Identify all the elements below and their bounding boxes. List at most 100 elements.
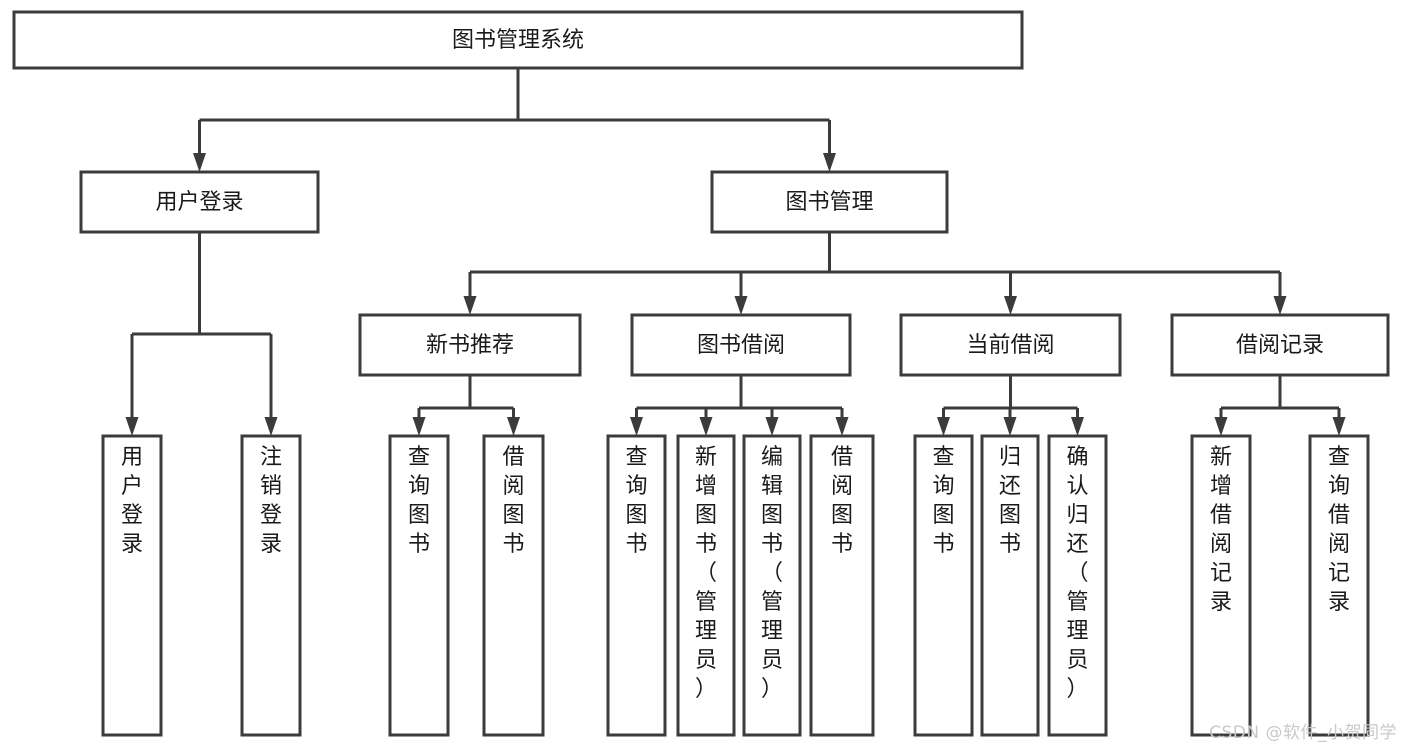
node-label: 当前借阅 [966, 333, 1054, 358]
arrow-head-icon [193, 153, 206, 172]
node-box[interactable] [358, 313, 582, 377]
node-label: 图书管理 [785, 190, 873, 215]
node-label-char: 书 [999, 532, 1021, 557]
node-label-char: 归 [1066, 503, 1088, 528]
node-box[interactable] [899, 313, 1122, 377]
node-label-char: 书 [625, 532, 647, 557]
node-box[interactable] [101, 434, 163, 737]
node-root[interactable]: 图书管理系统 [12, 10, 1024, 70]
node-label-char: 增 [1210, 474, 1232, 499]
node-label: 图书借阅 [697, 333, 785, 358]
edge-group [937, 375, 1084, 436]
node-book-borrow[interactable]: 图书借阅 [630, 313, 852, 377]
arrow-head-icon [1332, 417, 1346, 436]
node-box[interactable] [676, 434, 736, 737]
node-label-char: 记 [1210, 561, 1232, 586]
arrow-head-icon [630, 417, 643, 436]
node-label-char: 图 [761, 503, 783, 528]
node-label-char: 借 [831, 445, 853, 470]
node-label-char: 询 [1328, 474, 1350, 499]
node-label-char: ） [695, 677, 717, 702]
node-new-book-rec[interactable]: 新书推荐 [358, 313, 582, 377]
node-box[interactable] [240, 434, 302, 737]
node-box[interactable] [742, 434, 802, 737]
node-book-manage[interactable]: 图书管理 [710, 170, 949, 234]
node-box[interactable] [12, 10, 1024, 70]
node-label-char: 图 [625, 503, 647, 528]
node-label-char: 询 [625, 474, 647, 499]
node-label-char: 编 [761, 445, 783, 470]
node-label-char: 阅 [1210, 532, 1232, 557]
node-label-char: 借 [1328, 503, 1350, 528]
node-box[interactable] [79, 170, 320, 234]
node-label-char: 阅 [502, 474, 524, 499]
node-label-char: 录 [1210, 590, 1232, 615]
arrow-head-icon [264, 417, 278, 436]
node-label-char: 还 [1066, 532, 1088, 557]
node-label-char: 用 [121, 445, 143, 470]
node-box[interactable] [1170, 313, 1390, 377]
node-box[interactable] [630, 313, 852, 377]
node-box[interactable] [980, 434, 1040, 737]
node-box[interactable] [1308, 434, 1370, 737]
node-label-char: 归 [999, 445, 1021, 470]
node-label-char: 阅 [1328, 532, 1350, 557]
node-label: 借阅记录 [1236, 333, 1324, 358]
node-borrow-record[interactable]: 借阅记录 [1170, 313, 1390, 377]
node-label-char: 认 [1066, 474, 1088, 499]
edge-group [630, 375, 849, 436]
edge-group [412, 375, 520, 436]
node-label-char: 图 [408, 503, 430, 528]
edge-group [1214, 375, 1346, 436]
arrow-head-icon [1003, 417, 1017, 436]
node-box[interactable] [809, 434, 875, 737]
node-box[interactable] [606, 434, 667, 737]
node-leaf-user-login[interactable]: 用户登录 [101, 434, 163, 737]
node-label-char: 询 [932, 474, 954, 499]
node-label-char: 理 [1066, 619, 1088, 644]
arrow-head-icon [937, 417, 950, 436]
node-box[interactable] [1190, 434, 1252, 737]
node-box[interactable] [388, 434, 450, 737]
edge-group [193, 68, 836, 172]
node-label-char: 书 [932, 532, 954, 557]
arrow-head-icon [823, 153, 836, 172]
node-box[interactable] [1047, 434, 1108, 737]
node-label: 图书管理系统 [452, 28, 584, 53]
node-label-char: 录 [121, 532, 143, 557]
node-box[interactable] [710, 170, 949, 234]
node-user-login[interactable]: 用户登录 [79, 170, 320, 234]
node-box[interactable] [913, 434, 974, 737]
node-label-char: （ [1066, 561, 1088, 586]
node-label-char: 录 [1328, 590, 1350, 615]
node-label-char: 辑 [761, 474, 783, 499]
node-label-char: 员 [761, 648, 783, 673]
watermark-label: CSDN @软件_小贺同学 [1209, 723, 1397, 743]
node-label-char: 书 [831, 532, 853, 557]
node-box[interactable] [482, 434, 545, 737]
node-label-char: 理 [695, 619, 717, 644]
node-label-char: 书 [408, 532, 430, 557]
node-label-char: 图 [999, 503, 1021, 528]
node-current-borrow[interactable]: 当前借阅 [899, 313, 1122, 377]
